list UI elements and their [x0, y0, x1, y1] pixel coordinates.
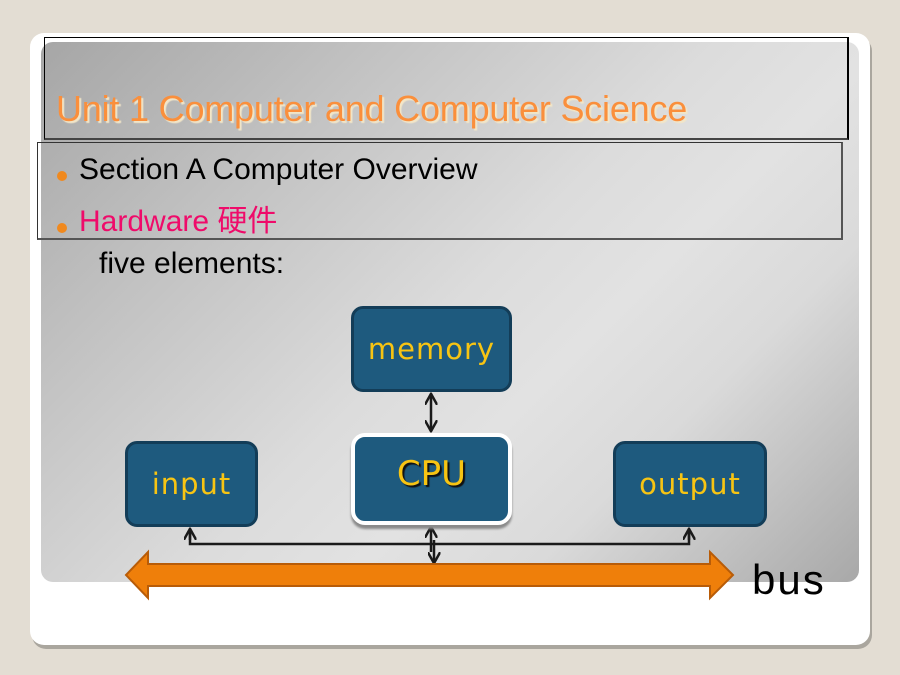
cpu-node: CPU — [351, 433, 512, 525]
bullet-text: Section A Computer Overview — [79, 153, 478, 186]
title-placeholder — [44, 37, 849, 140]
bullet-item: Section A Computer Overview — [57, 153, 478, 187]
bus-label: bus — [752, 556, 826, 603]
memory-node: memory — [351, 306, 512, 392]
subtext: five elements: — [99, 247, 285, 280]
bullet-item: Hardware 硬件 — [57, 196, 277, 240]
cpu-label: CPU — [396, 454, 467, 494]
input-label: input — [151, 467, 232, 501]
bullets-placeholder — [37, 142, 843, 240]
output-label: output — [639, 467, 741, 501]
memory-label: memory — [367, 332, 496, 366]
bullet-text: Hardware 硬件 — [79, 205, 278, 238]
bullet-dot-icon — [57, 171, 67, 181]
output-node: output — [613, 441, 767, 527]
slide-title: Unit 1 Computer and Computer Science — [56, 88, 688, 129]
bullet-dot-icon — [57, 223, 67, 233]
input-node: input — [125, 441, 258, 527]
